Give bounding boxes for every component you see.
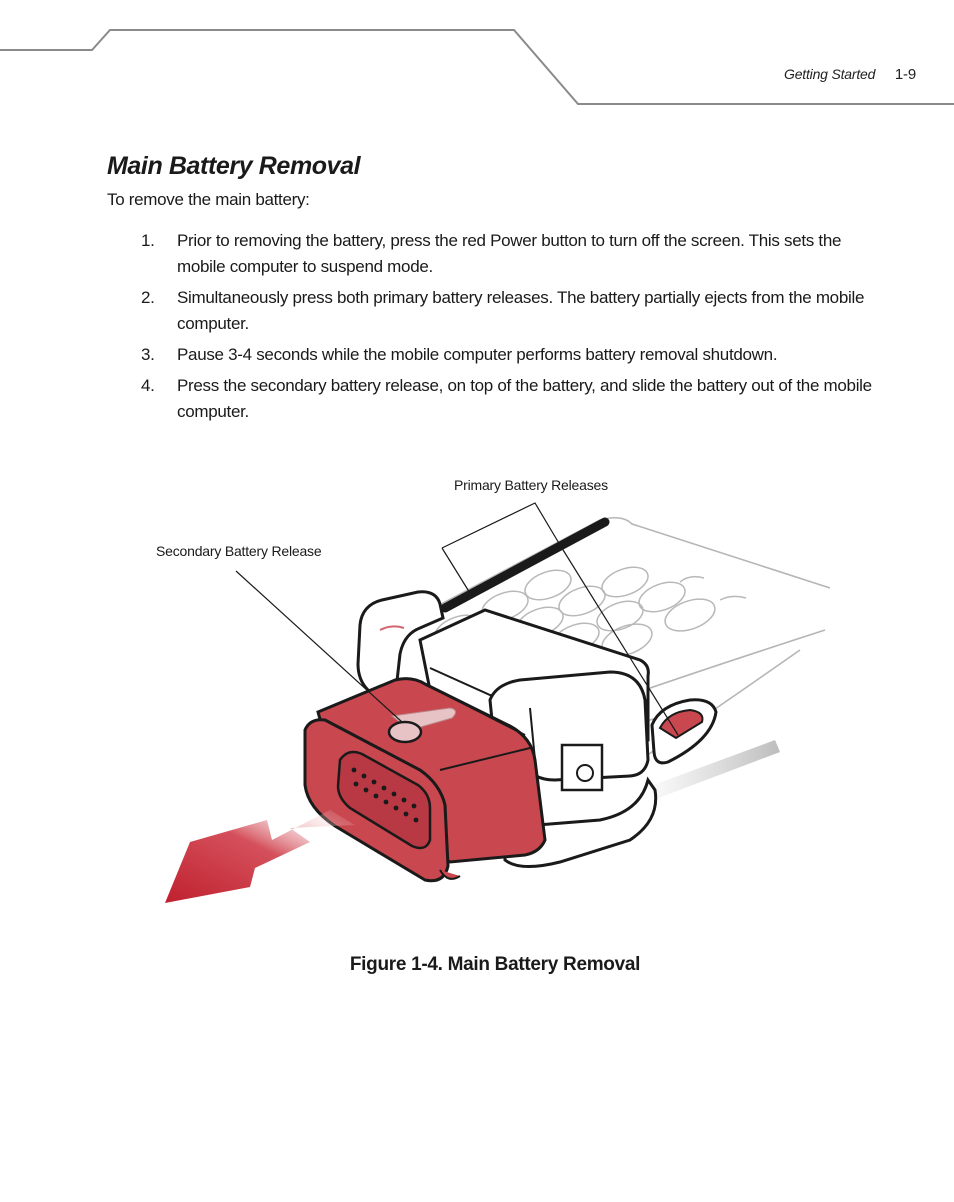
- stylus: [440, 517, 610, 613]
- step-number: 3.: [141, 345, 155, 364]
- running-head: Getting Started 1-9: [784, 66, 916, 83]
- header-rule: [0, 29, 954, 105]
- keypad: [434, 566, 747, 676]
- step-item: 3. Pause 3-4 seconds while the mobile co…: [107, 342, 887, 368]
- battery-housing: [418, 608, 650, 762]
- main-battery: [303, 677, 547, 883]
- step-item: 4. Press the secondary battery release, …: [107, 373, 887, 425]
- callout-primary-releases: Primary Battery Releases: [454, 477, 608, 493]
- right-primary-release: [650, 698, 718, 765]
- step-text: Prior to removing the battery, press the…: [177, 231, 842, 276]
- right-bracket: [488, 670, 650, 782]
- step-text: Pause 3-4 seconds while the mobile compu…: [177, 345, 778, 364]
- floor-shadow: [640, 740, 780, 805]
- callout-secondary-release: Secondary Battery Release: [156, 543, 322, 559]
- step-text: Press the secondary battery release, on …: [177, 376, 872, 421]
- figure-caption: Figure 1-4. Main Battery Removal: [349, 954, 641, 975]
- running-head-section: Getting Started: [784, 66, 876, 82]
- removal-arrow: [165, 810, 355, 903]
- step-number: 2.: [141, 288, 155, 307]
- section-heading: Main Battery Removal: [107, 152, 361, 180]
- page-number: 1-9: [894, 66, 916, 83]
- step-number: 1.: [141, 231, 155, 250]
- step-item: 1. Prior to removing the battery, press …: [107, 228, 887, 280]
- step-list: 1. Prior to removing the battery, press …: [107, 228, 887, 430]
- callout-lines: [235, 502, 679, 736]
- device-foot: [503, 776, 658, 868]
- step-item: 2. Simultaneously press both primary bat…: [107, 285, 887, 337]
- step-number: 4.: [141, 376, 155, 395]
- step-text: Simultaneously press both primary batter…: [177, 288, 865, 333]
- left-bracket: [356, 590, 445, 700]
- device-body: [429, 516, 831, 761]
- intro-text: To remove the main battery:: [107, 190, 310, 209]
- secondary-release-button: [387, 707, 456, 744]
